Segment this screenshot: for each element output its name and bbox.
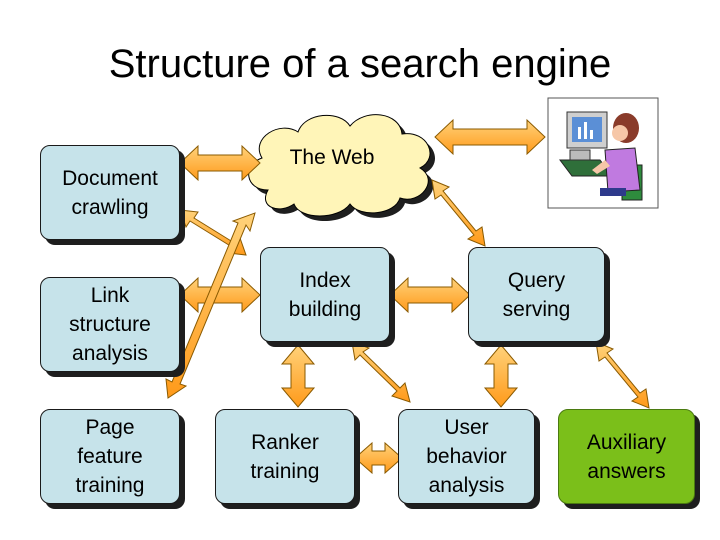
- arrow-link-page: [165, 212, 256, 399]
- box-user-behavior-analysis: User behavior analysis: [398, 409, 535, 504]
- box-auxiliary-answers: Auxiliary answers: [558, 409, 695, 504]
- user-at-computer-icon: [547, 97, 659, 209]
- arrow-ranker-behavior: [354, 441, 403, 475]
- arrow-crawling-web: [179, 144, 261, 182]
- box-page-feature-training: Page feature training: [40, 409, 180, 504]
- arrow-query-auxiliary: [595, 341, 650, 409]
- box-index-building: Index building: [260, 247, 390, 342]
- diagram-title: Structure of a search engine: [108, 42, 612, 86]
- arrow-web-user: [434, 118, 546, 156]
- arrow-web-query: [431, 179, 486, 247]
- arrow-query-behavior: [483, 344, 519, 408]
- box-ranker-training: Ranker training: [215, 409, 355, 504]
- box-document-crawling: Document crawling: [40, 145, 180, 240]
- web-cloud-label: The Web: [289, 146, 375, 169]
- web-cloud: [248, 114, 436, 221]
- arrow-index-ranker: [280, 344, 316, 408]
- box-query-serving: Query serving: [468, 247, 605, 342]
- arrow-index-behavior: [351, 341, 411, 403]
- box-link-structure-analysis: Link structure analysis: [40, 277, 180, 372]
- arrow-index-query: [389, 276, 471, 314]
